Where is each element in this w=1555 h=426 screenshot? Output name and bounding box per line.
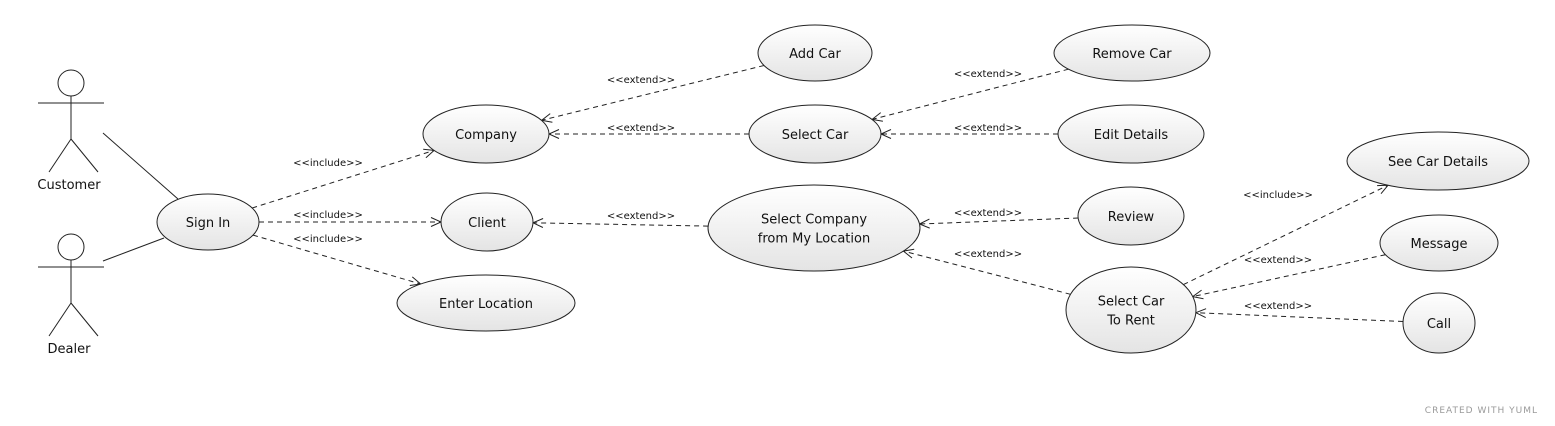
use-case-label: Add Car (789, 47, 841, 62)
use-case-enter-location[interactable]: Enter Location (396, 274, 576, 332)
actor-label-customer: Customer (37, 178, 101, 193)
use-case-label: Review (1108, 210, 1155, 225)
use-case-see-car-details[interactable]: See Car Details (1346, 131, 1530, 191)
relationship-review-to-select-company (918, 217, 1079, 229)
dependency-line (903, 250, 1071, 295)
use-case-label: Select Car (1098, 295, 1165, 310)
use-case-select-car[interactable]: Select Car (748, 104, 882, 164)
dependency-line (1192, 254, 1386, 298)
dependency-line (1195, 312, 1404, 322)
use-case-ellipse (748, 104, 882, 164)
dependency-line (541, 65, 765, 121)
use-case-ellipse (156, 193, 260, 251)
use-case-label: Select Car (782, 128, 849, 143)
actor-dealer: Dealer (38, 233, 104, 357)
use-case-label: See Car Details (1388, 155, 1488, 170)
use-case-label: Sign In (186, 216, 231, 231)
use-case-label: Remove Car (1092, 47, 1172, 62)
stereotype-label: <<extend>> (954, 123, 1022, 134)
use-case-label: To Rent (1106, 314, 1155, 329)
actor-customer: Customer (37, 69, 104, 193)
use-case-edit-details[interactable]: Edit Details (1057, 104, 1205, 164)
actor-right-leg (70, 138, 99, 173)
stereotype-label: <<include>> (1243, 190, 1313, 201)
stereotype-label: <<include>> (293, 158, 363, 169)
stereotype-label: <<extend>> (954, 208, 1022, 219)
dependency-line (252, 149, 435, 209)
use-case-remove-car[interactable]: Remove Car (1053, 24, 1211, 82)
use-case-call[interactable]: Call (1402, 292, 1476, 354)
use-case-add-car[interactable]: Add Car (757, 24, 873, 82)
use-case-ellipse (1379, 214, 1499, 272)
dependency-line (871, 68, 1069, 120)
actor-head-icon (57, 69, 85, 97)
use-case-label: Message (1411, 237, 1468, 252)
use-case-ellipse (757, 24, 873, 82)
use-case-label: Enter Location (439, 297, 533, 312)
use-case-ellipse (1057, 104, 1205, 164)
use-case-ellipse (1077, 186, 1185, 246)
use-case-label: Client (468, 216, 506, 231)
use-case-label: Call (1427, 317, 1451, 332)
dependency-line (532, 222, 709, 227)
use-case-label: Edit Details (1094, 128, 1169, 143)
use-case-ellipse (1053, 24, 1211, 82)
dependency-line (252, 234, 421, 285)
use-case-select-car-to-rent[interactable]: Select Car To Rent (1065, 266, 1197, 354)
use-case-ellipse (707, 184, 921, 272)
association-dealer-sign-in (102, 237, 165, 262)
actor-head-icon (57, 233, 85, 261)
stereotype-label: <<extend>> (954, 249, 1022, 260)
watermark-text: CREATED WITH YUML (1425, 406, 1538, 416)
stereotype-label: <<extend>> (1244, 255, 1312, 266)
use-case-company[interactable]: Company (422, 104, 550, 164)
stereotype-label: <<extend>> (607, 211, 675, 222)
stereotype-label: <<include>> (293, 210, 363, 221)
stereotype-label: <<extend>> (607, 123, 675, 134)
stereotype-label: <<include>> (293, 234, 363, 245)
use-case-select-company[interactable]: Select Company from My Location (707, 184, 921, 272)
use-case-message[interactable]: Message (1379, 214, 1499, 272)
use-case-ellipse (396, 274, 576, 332)
stereotype-label: <<extend>> (954, 69, 1022, 80)
association-customer-sign-in (102, 132, 179, 200)
dependency-line (1183, 184, 1389, 286)
use-case-label: Company (455, 128, 517, 143)
actor-left-leg (48, 302, 72, 337)
stereotype-label: <<extend>> (1244, 301, 1312, 312)
use-case-client[interactable]: Client (440, 192, 534, 252)
use-case-ellipse (422, 104, 550, 164)
use-case-review[interactable]: Review (1077, 186, 1185, 246)
actor-right-leg (70, 302, 99, 337)
use-case-sign-in[interactable]: Sign In (156, 193, 260, 251)
stereotype-label: <<extend>> (607, 75, 675, 86)
arrowhead-icon (1191, 289, 1204, 300)
use-case-ellipse (1346, 131, 1530, 191)
use-case-label: Select Company (761, 213, 867, 228)
use-case-ellipse (1065, 266, 1197, 354)
use-case-label: from My Location (758, 232, 870, 247)
use-case-ellipse (1402, 292, 1476, 354)
use-case-ellipse (440, 192, 534, 252)
actor-left-leg (48, 138, 72, 173)
actor-label-dealer: Dealer (48, 342, 92, 357)
